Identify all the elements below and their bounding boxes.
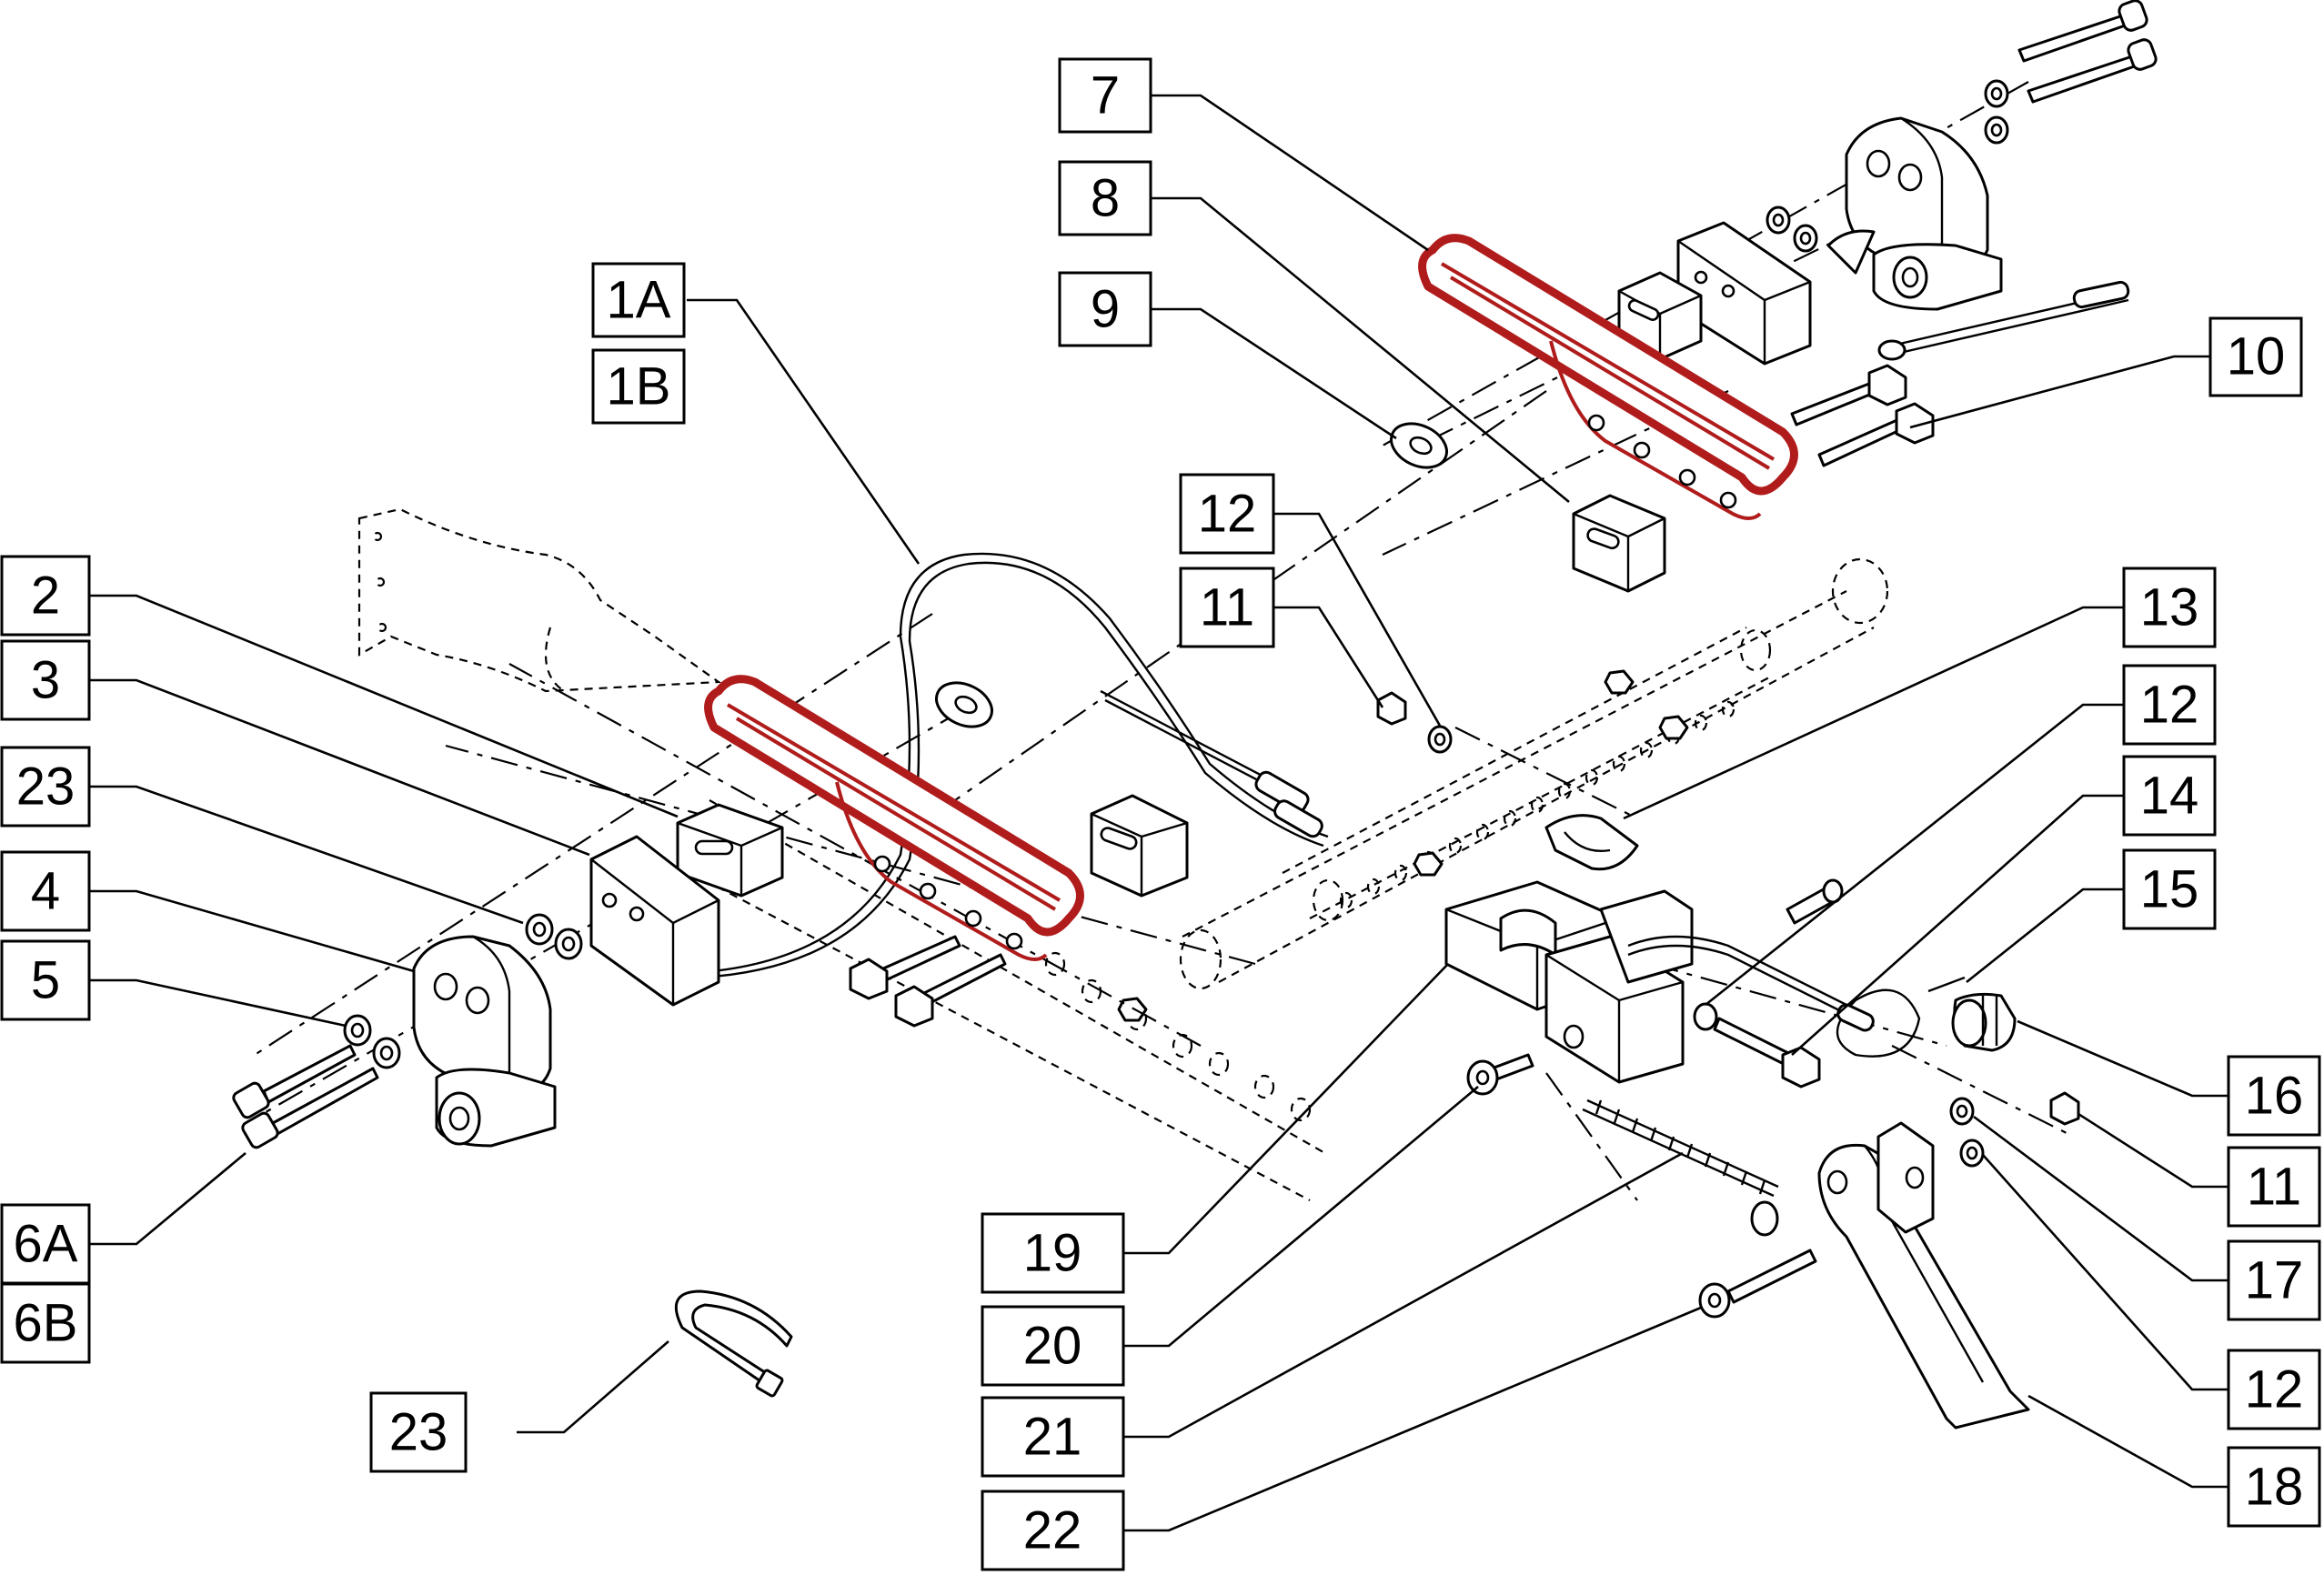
callout-6a: 6A: [0, 1203, 91, 1285]
callout-14: 14: [2122, 755, 2217, 837]
svg-text:23: 23: [389, 1403, 448, 1462]
callout-9: 9: [1058, 271, 1152, 347]
svg-text:19: 19: [1023, 1224, 1082, 1283]
release-cable: [690, 552, 1329, 979]
svg-text:1B: 1B: [607, 357, 671, 416]
callout-23a: 23: [0, 746, 91, 828]
svg-text:14: 14: [2140, 767, 2199, 826]
block-8-left: [1090, 794, 1189, 898]
cable-tie-23: [674, 1289, 793, 1398]
callout-3: 3: [0, 639, 91, 721]
svg-text:6B: 6B: [14, 1294, 78, 1353]
callout-4: 4: [0, 850, 91, 932]
svg-text:12: 12: [1198, 485, 1257, 544]
callout-22: 22: [981, 1490, 1125, 1571]
bolts-6a: [232, 1044, 379, 1149]
spring-21: [1582, 1098, 1779, 1237]
svg-text:22: 22: [1023, 1501, 1082, 1560]
clip-13: [1544, 814, 1639, 871]
knob-16: [1951, 992, 2017, 1052]
svg-text:23: 23: [16, 757, 75, 817]
svg-text:6A: 6A: [14, 1215, 78, 1274]
svg-text:11: 11: [1200, 578, 1254, 637]
callout-2: 2: [0, 555, 91, 637]
callout-7: 7: [1058, 57, 1152, 134]
callout-10: 10: [2208, 316, 2303, 397]
callout-18: 18: [2227, 1446, 2321, 1528]
svg-text:9: 9: [1091, 280, 1120, 339]
callout-23b: 23: [369, 1391, 468, 1473]
cable-upper: [1877, 280, 2130, 361]
nut-11-lower: [2049, 1091, 2080, 1126]
svg-text:18: 18: [2245, 1458, 2304, 1517]
washers-17-12: [1949, 1097, 1985, 1168]
armrest-slide-bracket-left: [704, 675, 1084, 961]
svg-text:12: 12: [2140, 676, 2199, 735]
callout-11a: 11: [1179, 567, 1275, 648]
svg-text:12: 12: [2245, 1360, 2304, 1420]
callout-19: 19: [981, 1212, 1125, 1294]
callout-1a: 1A: [591, 262, 686, 338]
callout-1b: 1B: [591, 348, 686, 425]
svg-text:7: 7: [1091, 66, 1120, 125]
pivot-bracket-19: [1444, 880, 1694, 1084]
callout-17: 17: [2227, 1239, 2321, 1321]
callout-13: 13: [2122, 567, 2217, 648]
bolts-left: [849, 935, 1007, 1028]
callout-11b: 11: [2227, 1146, 2321, 1228]
svg-text:15: 15: [2140, 860, 2199, 919]
leader-lines: [89, 94, 2228, 1532]
svg-text:5: 5: [31, 951, 60, 1010]
svg-text:4: 4: [31, 862, 60, 921]
release-handle-18: [1817, 1121, 2030, 1430]
callout-6b: 6B: [0, 1282, 91, 1364]
clamp-4: [412, 935, 557, 1148]
washers-left: [343, 913, 583, 1069]
callout-16: 16: [2227, 1055, 2321, 1137]
svg-text:2: 2: [31, 567, 60, 626]
washers-upper: [1766, 206, 1876, 275]
svg-text:1A: 1A: [607, 271, 671, 330]
svg-text:13: 13: [2140, 578, 2199, 637]
nut-washer-11-12-upper: [1376, 691, 1453, 754]
svg-text:11: 11: [2247, 1158, 2301, 1217]
release-loop: [1627, 935, 1921, 1058]
svg-text:17: 17: [2245, 1251, 2304, 1310]
svg-text:8: 8: [1091, 169, 1120, 228]
svg-text:21: 21: [1023, 1408, 1082, 1467]
bolt-22: [1698, 1249, 1817, 1319]
callout-5: 5: [0, 939, 91, 1021]
spacer-block-2: [676, 803, 784, 898]
callout-15: 15: [2122, 848, 2217, 930]
svg-text:3: 3: [31, 651, 60, 710]
callout-21: 21: [981, 1396, 1125, 1478]
callout-12b: 12: [2122, 664, 2217, 746]
svg-text:10: 10: [2227, 327, 2286, 386]
bolt-14: [1693, 1002, 1821, 1088]
pin-15: [1927, 976, 1966, 993]
callout-12c: 12: [2227, 1349, 2321, 1430]
bolts-7: [1984, 0, 2158, 145]
clamp-upper: [1845, 116, 2003, 311]
armrest-slide-bracket-right: [1418, 234, 1798, 520]
callout-12a: 12: [1179, 473, 1275, 555]
svg-text:16: 16: [2245, 1067, 2304, 1126]
bolts-10: [1790, 364, 1935, 467]
cap-9-right: [1390, 422, 1448, 469]
frame-ghost: [357, 507, 1889, 1201]
block-8-right: [1572, 494, 1666, 593]
screw-20: [1466, 1053, 1534, 1096]
callout-20: 20: [981, 1305, 1125, 1387]
callout-8: 8: [1058, 160, 1152, 236]
svg-text:20: 20: [1023, 1317, 1082, 1376]
cap-9-left: [935, 681, 993, 728]
mount-block-3: [589, 835, 720, 1007]
